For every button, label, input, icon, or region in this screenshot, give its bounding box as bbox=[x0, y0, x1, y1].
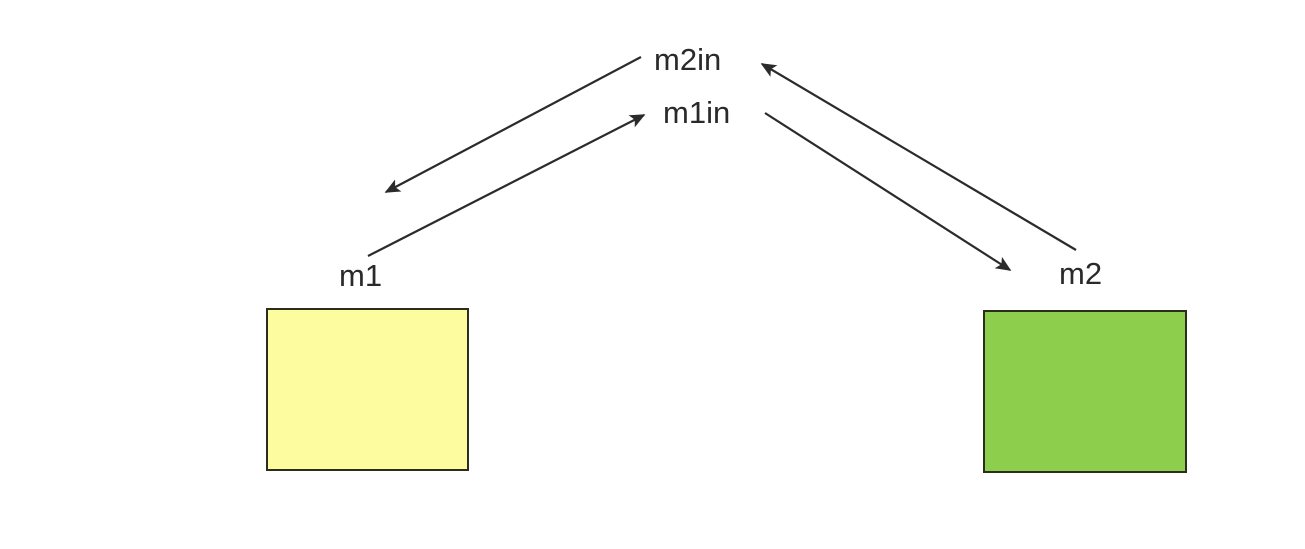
edge-m1-to-m1in bbox=[367, 114, 646, 257]
port-label-m1in: m1in bbox=[663, 95, 731, 130]
node-box-m1[interactable] bbox=[266, 308, 469, 471]
edge-m2in-to-m1 bbox=[384, 56, 642, 193]
node-label-m1: m1 bbox=[339, 258, 383, 293]
node-box-m2[interactable] bbox=[983, 310, 1187, 473]
port-label-m2in: m2in bbox=[654, 42, 722, 77]
edge-m2-to-m2in bbox=[760, 63, 1077, 251]
node-label-m2: m2 bbox=[1059, 256, 1103, 291]
edge-m1in-to-m2 bbox=[764, 112, 1012, 271]
